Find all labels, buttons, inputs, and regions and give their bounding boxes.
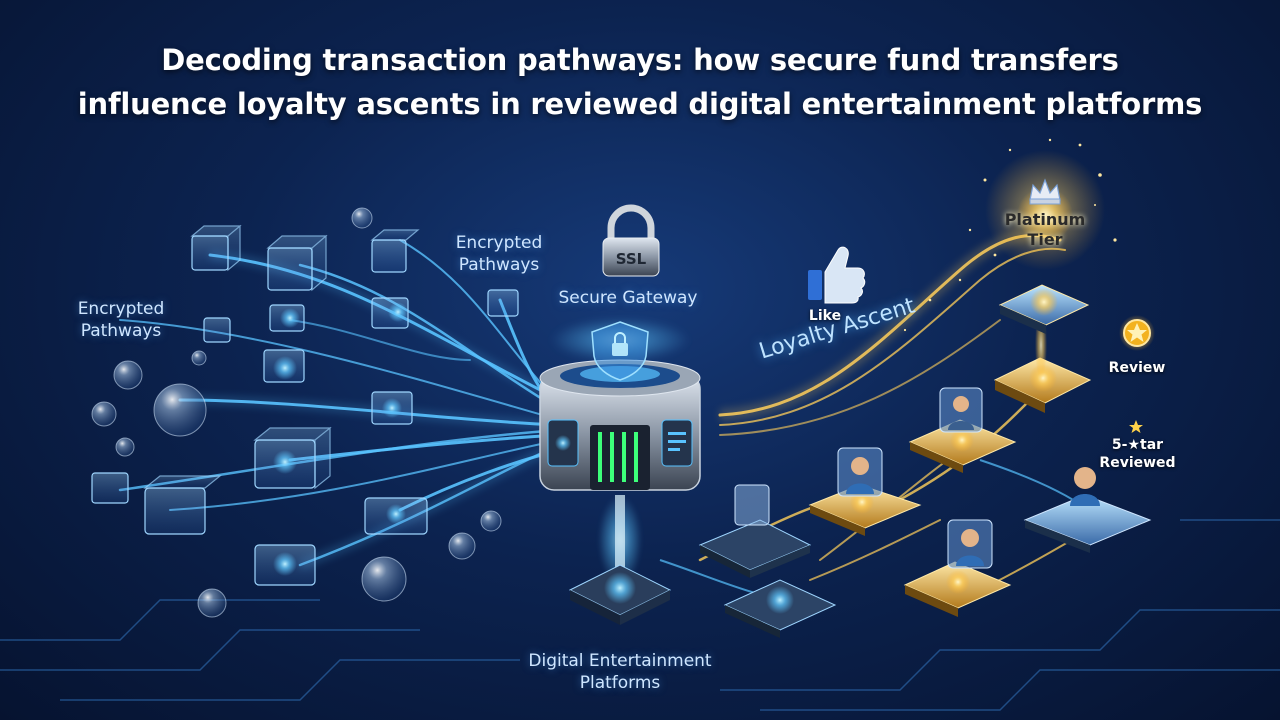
glass-spheres xyxy=(91,207,502,618)
ssl-label: SSL xyxy=(616,250,647,268)
platinum-tier-label: Platinum Tier xyxy=(1004,210,1086,249)
sparkles xyxy=(903,138,1117,332)
star-badge-icon xyxy=(1119,315,1155,351)
green-led-strips xyxy=(598,432,638,482)
page-title: Decoding transaction pathways: how secur… xyxy=(0,38,1280,126)
cube-1 xyxy=(190,224,242,272)
cube-7 xyxy=(487,289,519,317)
circuit-traces xyxy=(0,519,1280,711)
review-label: Review xyxy=(1108,360,1166,376)
cube-3 xyxy=(370,229,420,273)
cube-2 xyxy=(266,234,328,292)
encrypted-pathways-left-label: Encrypted Pathways xyxy=(77,299,165,341)
platform-top xyxy=(998,284,1090,380)
gateway-platform xyxy=(568,564,672,625)
five-star-reviewed-label: 5-★tar Reviewed xyxy=(1099,437,1176,471)
cube-12 xyxy=(91,472,129,504)
platform-blue-1 xyxy=(698,484,812,578)
small-star-icon xyxy=(1129,420,1143,433)
title-line-1: Decoding transaction pathways: how secur… xyxy=(161,43,1119,77)
avatar-4 xyxy=(1070,467,1100,506)
stream-nodes xyxy=(273,302,408,576)
padlock-icon: SSL xyxy=(602,204,660,277)
digital-entertainment-platforms-label: Digital Entertainment Platforms xyxy=(528,651,712,693)
like-label: Like xyxy=(808,308,842,324)
title-line-2: influence loyalty ascents in reviewed di… xyxy=(77,87,1203,121)
encrypted-pathways-top-label: Encrypted Pathways xyxy=(455,233,543,275)
platforms xyxy=(698,284,1152,638)
secure-gateway-label: Secure Gateway xyxy=(558,288,698,308)
avatar-1 xyxy=(837,447,883,497)
thumbs-up-icon xyxy=(808,246,866,304)
shield-icon xyxy=(591,321,649,381)
avatar-cards xyxy=(837,387,1100,569)
avatar-3 xyxy=(947,519,993,569)
avatar-2 xyxy=(939,387,983,433)
platform-gold-2 xyxy=(903,561,1012,617)
crown-icon xyxy=(1029,178,1061,205)
cube-4 xyxy=(203,317,231,343)
platform-blue-2 xyxy=(723,579,837,638)
platform-blue-3 xyxy=(1023,494,1152,553)
cube-11 xyxy=(143,475,222,535)
